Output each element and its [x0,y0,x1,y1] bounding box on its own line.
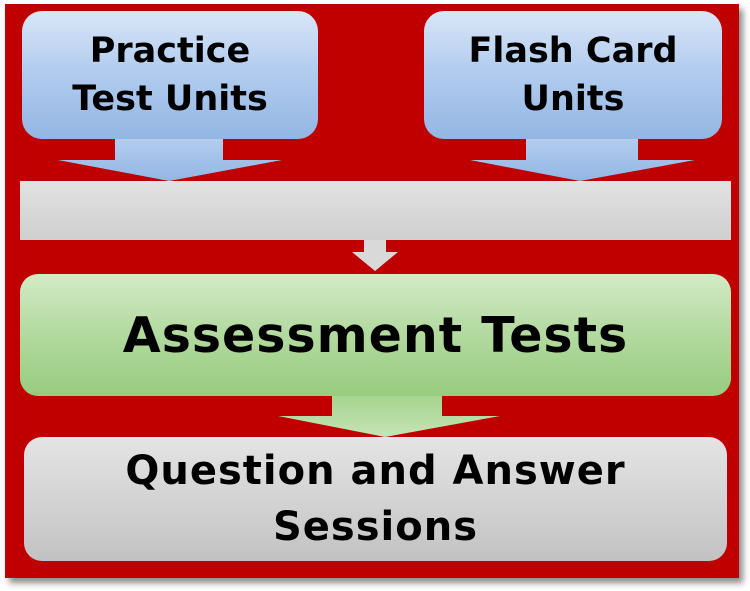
practice-test-units-label-line2: Test Units [72,79,268,119]
merge-bar [20,181,731,240]
flash-card-units-node: Flash Card Units [424,11,722,139]
assessment-tests-label: Assessment Tests [122,306,629,364]
arrow-practice-to-bar [58,139,282,181]
question-answer-sessions-node: Question and Answer Sessions [24,437,727,561]
arrow-flashcard-to-bar [470,139,695,181]
question-answer-sessions-label-line1: Question and Answer [125,448,626,494]
flash-card-units-label-line1: Flash Card [468,31,678,71]
flash-card-units-label-line2: Units [521,79,625,119]
arrow-assessment-to-sessions [278,396,500,437]
arrow-bar-to-assessment [352,240,398,271]
question-answer-sessions-label-line2: Sessions [272,504,479,550]
practice-test-units-node: Practice Test Units [22,11,318,139]
practice-test-units-label-line1: Practice [89,31,251,71]
assessment-tests-node: Assessment Tests [20,274,731,396]
